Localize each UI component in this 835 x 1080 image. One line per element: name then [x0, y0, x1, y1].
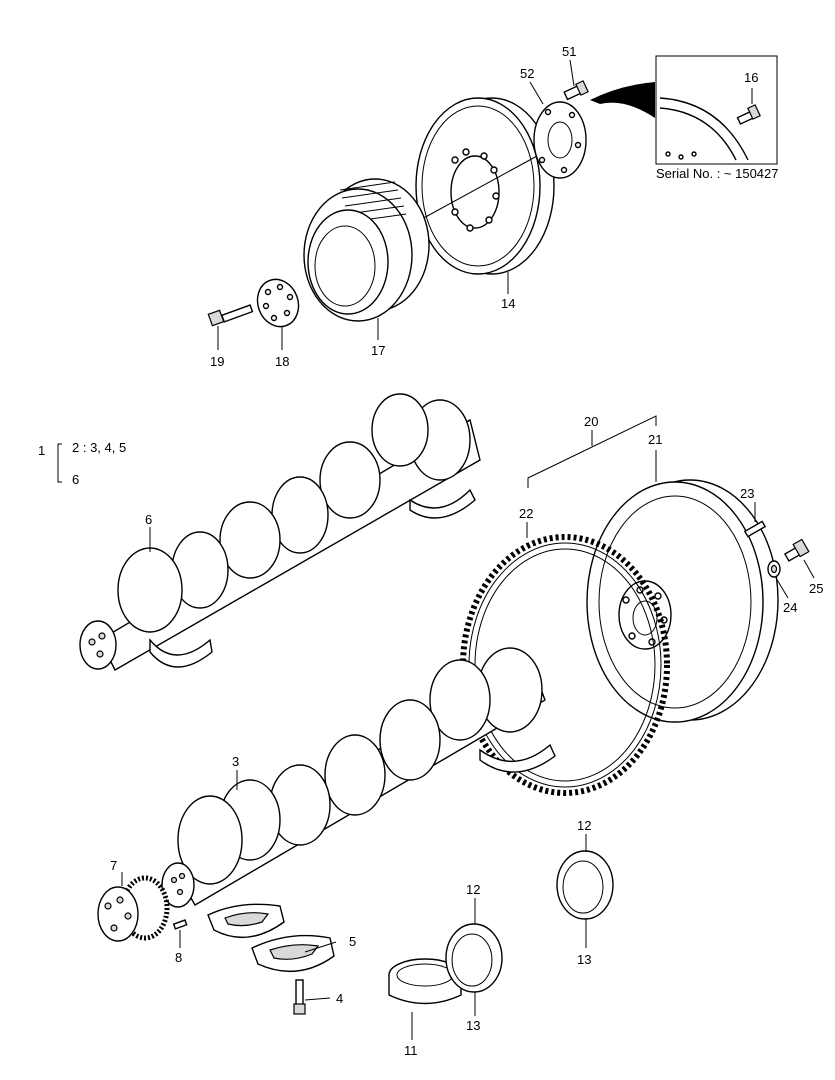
callout-3: 3 — [232, 754, 239, 769]
callout-12-b: 12 — [577, 818, 591, 833]
crankshaft-part-6 — [79, 393, 481, 671]
callout-12-a: 12 — [466, 882, 480, 897]
callout-13-b: 13 — [577, 952, 591, 967]
callout-52: 52 — [520, 66, 534, 81]
callout-4: 4 — [336, 991, 343, 1006]
serial-number-caption: Serial No. : ~ 150427 — [656, 166, 779, 181]
callout-18: 18 — [275, 354, 289, 369]
main-bearing-part-11 — [388, 958, 462, 1005]
bolt-part-4 — [293, 979, 306, 1015]
bolt-part-19 — [207, 304, 254, 327]
assembly-bracket-1 — [57, 443, 62, 483]
plate-part-52 — [533, 101, 587, 179]
callout-group-6: 6 — [72, 472, 79, 487]
callout-16: 16 — [744, 70, 758, 85]
callout-6: 6 — [145, 512, 152, 527]
callout-19: 19 — [210, 354, 224, 369]
bearing-cap-part-5b — [251, 934, 335, 973]
callout-25: 25 — [809, 581, 823, 596]
callout-7: 7 — [110, 858, 117, 873]
bearing-cap-part-5a — [207, 903, 285, 939]
bolt-part-51 — [563, 80, 589, 101]
key-part-8 — [172, 919, 188, 930]
crankshaft-part-3 — [161, 647, 556, 908]
callout-22: 22 — [519, 506, 533, 521]
serial-inset-box — [655, 55, 778, 165]
callout-11: 11 — [404, 1043, 418, 1058]
thrust-washer-part-12-13b — [556, 850, 614, 920]
pin-part-23 — [743, 520, 767, 538]
callout-group-2: 2 : 3, 4, 5 — [72, 440, 126, 455]
bolt-part-25 — [783, 538, 810, 562]
callout-8: 8 — [175, 950, 182, 965]
callout-1: 1 — [38, 443, 45, 458]
callout-20: 20 — [584, 414, 598, 429]
callout-17: 17 — [371, 343, 385, 358]
callout-13-a: 13 — [466, 1018, 480, 1033]
washer-part-24 — [767, 560, 781, 578]
callout-14: 14 — [501, 296, 515, 311]
plate-part-18 — [256, 278, 300, 328]
crank-gear-part-7 — [97, 875, 170, 942]
callout-24: 24 — [783, 600, 797, 615]
thrust-washer-part-12-13a — [445, 923, 503, 993]
pulley-part-17 — [303, 178, 430, 322]
group-bracket-20 — [526, 415, 657, 538]
inset-arrow — [590, 82, 655, 118]
flywheel-part-21 — [586, 479, 779, 723]
callout-labels: 51 52 16 Serial No. : ~ 150427 14 17 18 … — [38, 44, 823, 1058]
callout-5: 5 — [349, 934, 356, 949]
leader-lines — [121, 59, 815, 1040]
callout-21: 21 — [648, 432, 662, 447]
vibration-damper-part-14 — [415, 97, 555, 275]
callout-23: 23 — [740, 486, 754, 501]
callout-51: 51 — [562, 44, 576, 59]
